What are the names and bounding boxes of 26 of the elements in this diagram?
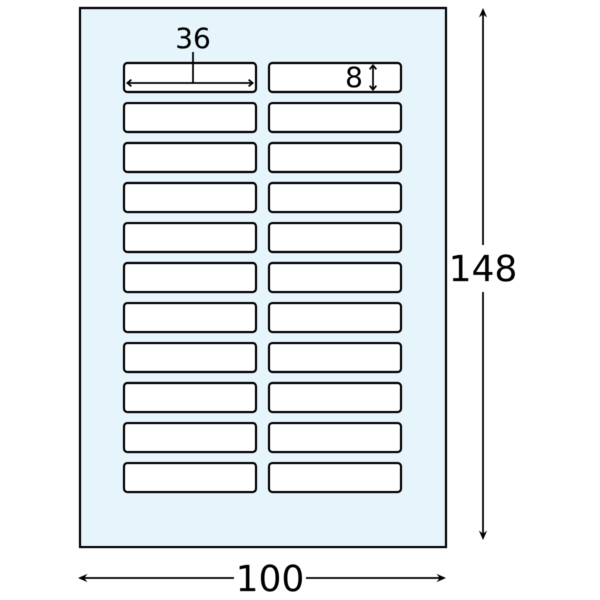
label-box	[122, 422, 258, 454]
label-box	[122, 302, 258, 334]
label-box	[268, 222, 402, 254]
dimension-label: 100	[240, 564, 302, 592]
label-box	[122, 102, 258, 134]
label-box	[268, 102, 402, 134]
dimension-label: 148	[452, 254, 515, 282]
dimension-label: 8	[347, 66, 361, 88]
label-box	[268, 262, 402, 294]
label-box	[122, 342, 258, 374]
label-box	[268, 462, 402, 494]
label-box	[122, 182, 258, 214]
label-box	[268, 182, 402, 214]
label-box	[122, 142, 258, 174]
label-box	[122, 62, 258, 94]
label-box	[268, 342, 402, 374]
label-box	[268, 382, 402, 414]
label-box	[122, 262, 258, 294]
label-box	[268, 302, 402, 334]
label-box	[122, 382, 258, 414]
label-box	[122, 222, 258, 254]
label-box	[268, 142, 402, 174]
label-box	[122, 462, 258, 494]
label-box	[268, 422, 402, 454]
dimension-label: 36	[177, 27, 210, 49]
label-box	[268, 62, 402, 94]
